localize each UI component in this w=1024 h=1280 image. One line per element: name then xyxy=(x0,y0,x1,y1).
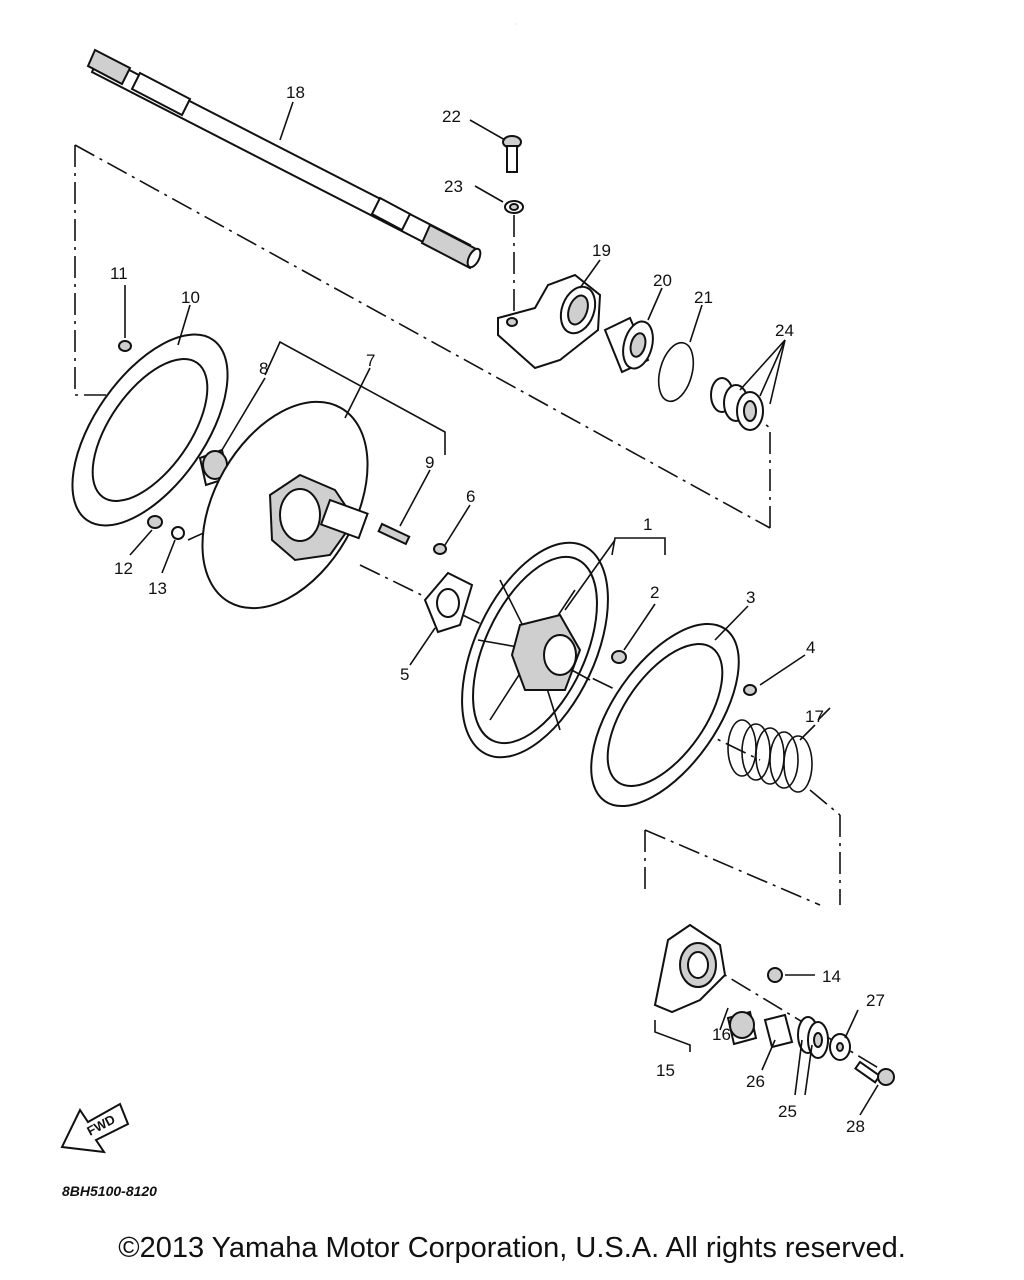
part-16-bushing xyxy=(726,1010,758,1046)
part-20-bearing xyxy=(603,316,654,374)
drawing-code: 8BH5100-8120 xyxy=(62,1183,157,1199)
label-12: 12 xyxy=(114,559,133,578)
exploded-parts-diagram: 18 22 23 19 20 21 24 11 10 8 7 9 6 12 13… xyxy=(60,48,895,1199)
part-13-washer xyxy=(171,526,185,540)
part-11-screw xyxy=(118,340,132,352)
label-7: 7 xyxy=(366,351,375,370)
label-17: 17 xyxy=(805,707,824,726)
label-25: 25 xyxy=(778,1102,797,1121)
part-25-washers xyxy=(797,1016,829,1059)
fwd-arrow-icon: FWD xyxy=(60,1102,130,1154)
label-22: 22 xyxy=(442,107,461,126)
part-27-washer xyxy=(829,1033,851,1061)
label-5: 5 xyxy=(400,665,409,684)
label-9: 9 xyxy=(425,453,434,472)
copyright-notice: ©2013 Yamaha Motor Corporation, U.S.A. A… xyxy=(118,1232,906,1264)
part-5-plate xyxy=(423,571,474,634)
part-15-cam xyxy=(653,923,727,1014)
callout-labels: 18 22 23 19 20 21 24 11 10 8 7 9 6 12 13… xyxy=(110,83,885,1136)
label-19: 19 xyxy=(592,241,611,260)
label-24: 24 xyxy=(775,321,794,340)
label-20: 20 xyxy=(653,271,672,290)
label-27: 27 xyxy=(866,991,885,1010)
label-6: 6 xyxy=(466,487,475,506)
part-24-bushings xyxy=(710,377,764,431)
part-1-movable-sheave xyxy=(461,541,609,759)
label-8: 8 xyxy=(259,359,268,378)
label-11: 11 xyxy=(110,264,128,283)
label-18: 18 xyxy=(286,83,305,102)
label-1: 1 xyxy=(643,515,652,534)
label-10: 10 xyxy=(181,288,200,307)
label-3: 3 xyxy=(746,588,755,607)
label-4: 4 xyxy=(806,638,815,657)
part-10-friction-disc xyxy=(71,333,229,527)
part-22-bolt xyxy=(502,135,522,173)
label-28: 28 xyxy=(846,1117,865,1136)
part-21-circlip xyxy=(657,341,695,403)
label-14: 14 xyxy=(822,967,841,986)
label-23: 23 xyxy=(444,177,463,196)
assembly-guide-lines xyxy=(74,144,891,1076)
part-19-bearing-housing xyxy=(497,273,602,370)
label-21: 21 xyxy=(694,288,713,307)
part-9-pin xyxy=(377,522,411,546)
label-26: 26 xyxy=(746,1072,765,1091)
label-15: 15 xyxy=(656,1061,675,1080)
part-12-bolt xyxy=(147,515,163,529)
label-13: 13 xyxy=(148,579,167,598)
part-6-screw xyxy=(433,543,447,555)
part-4-screw xyxy=(743,684,757,696)
label-2: 2 xyxy=(650,583,659,602)
label-16: 16 xyxy=(712,1025,731,1044)
part-17-spring xyxy=(727,719,813,793)
leader-lines xyxy=(124,101,879,1116)
part-14-nut xyxy=(767,967,783,983)
part-26-collar xyxy=(763,1013,794,1049)
part-2-roller xyxy=(611,650,627,664)
part-23-washer xyxy=(504,200,524,214)
part-18-shaft xyxy=(86,48,482,270)
part-28-bolt xyxy=(854,1060,895,1086)
part-7-sheave xyxy=(201,400,369,610)
